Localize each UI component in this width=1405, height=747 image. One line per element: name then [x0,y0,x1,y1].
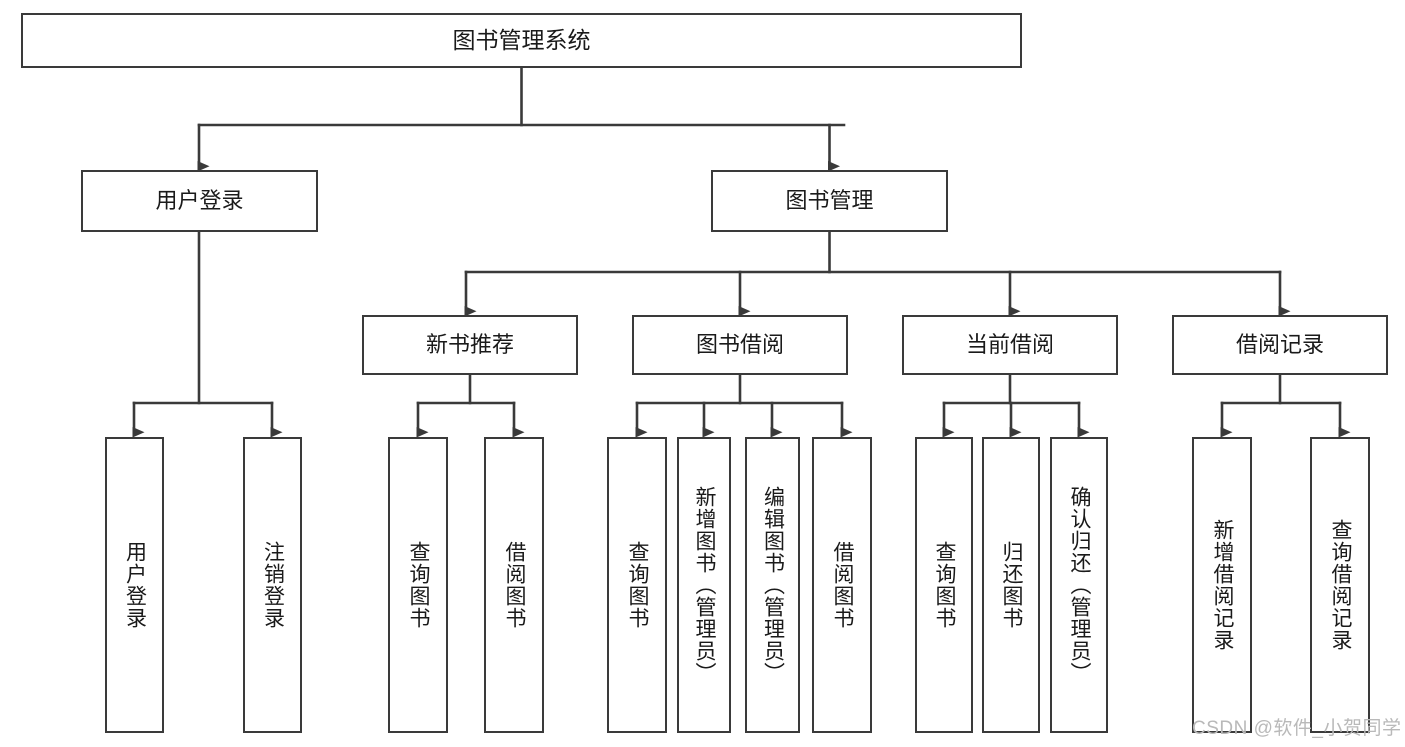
leaf-return-book[interactable]: 归还图书 [982,437,1040,733]
node-label: 新增借阅记录 [1210,519,1234,651]
node-label: 用户登录 [155,188,244,214]
node-label: 借阅图书 [830,541,854,629]
node-current-borrow[interactable]: 当前借阅 [902,315,1118,375]
node-label: 当前借阅 [965,332,1054,358]
leaf-borrow-book-new-book[interactable]: 借阅图书 [484,437,544,733]
leaf-confirm-return-admin[interactable]: 确认归还（管理员） [1050,437,1108,733]
node-label: 查询图书 [932,541,956,629]
node-label: 新书推荐 [425,332,514,358]
node-label: 借阅图书 [502,541,526,629]
leaf-query-borrow-record[interactable]: 查询借阅记录 [1310,437,1370,733]
node-label: 图书借阅 [695,332,784,358]
leaf-query-book-new-book[interactable]: 查询图书 [388,437,448,733]
leaf-add-borrow-record[interactable]: 新增借阅记录 [1192,437,1252,733]
leaf-edit-book-admin[interactable]: 编辑图书（管理员） [745,437,800,733]
node-label: 编辑图书（管理员） [761,486,785,684]
node-label: 图书管理 [785,188,874,214]
leaf-add-book-admin[interactable]: 新增图书（管理员） [677,437,731,733]
node-label: 查询图书 [406,541,430,629]
leaf-user-login[interactable]: 用户登录 [105,437,164,733]
leaf-query-book-current[interactable]: 查询图书 [915,437,973,733]
node-root-book-management-system[interactable]: 图书管理系统 [21,13,1022,68]
node-book-management[interactable]: 图书管理 [711,170,948,232]
node-label: 确认归还（管理员） [1067,486,1091,684]
node-label: 归还图书 [999,541,1023,629]
node-user-login[interactable]: 用户登录 [81,170,318,232]
node-label: 用户登录 [123,541,147,629]
leaf-query-book-borrow[interactable]: 查询图书 [607,437,667,733]
node-label: 借阅记录 [1235,332,1324,358]
node-book-borrow[interactable]: 图书借阅 [632,315,848,375]
leaf-borrow-book-borrow[interactable]: 借阅图书 [812,437,872,733]
leaf-logout[interactable]: 注销登录 [243,437,302,733]
node-label: 注销登录 [261,541,285,629]
node-new-book-recommendation[interactable]: 新书推荐 [362,315,578,375]
node-label: 新增图书（管理员） [692,486,716,684]
node-label: 图书管理系统 [452,26,591,53]
node-borrow-record[interactable]: 借阅记录 [1172,315,1388,375]
node-label: 查询图书 [625,541,649,629]
node-label: 查询借阅记录 [1328,519,1352,651]
